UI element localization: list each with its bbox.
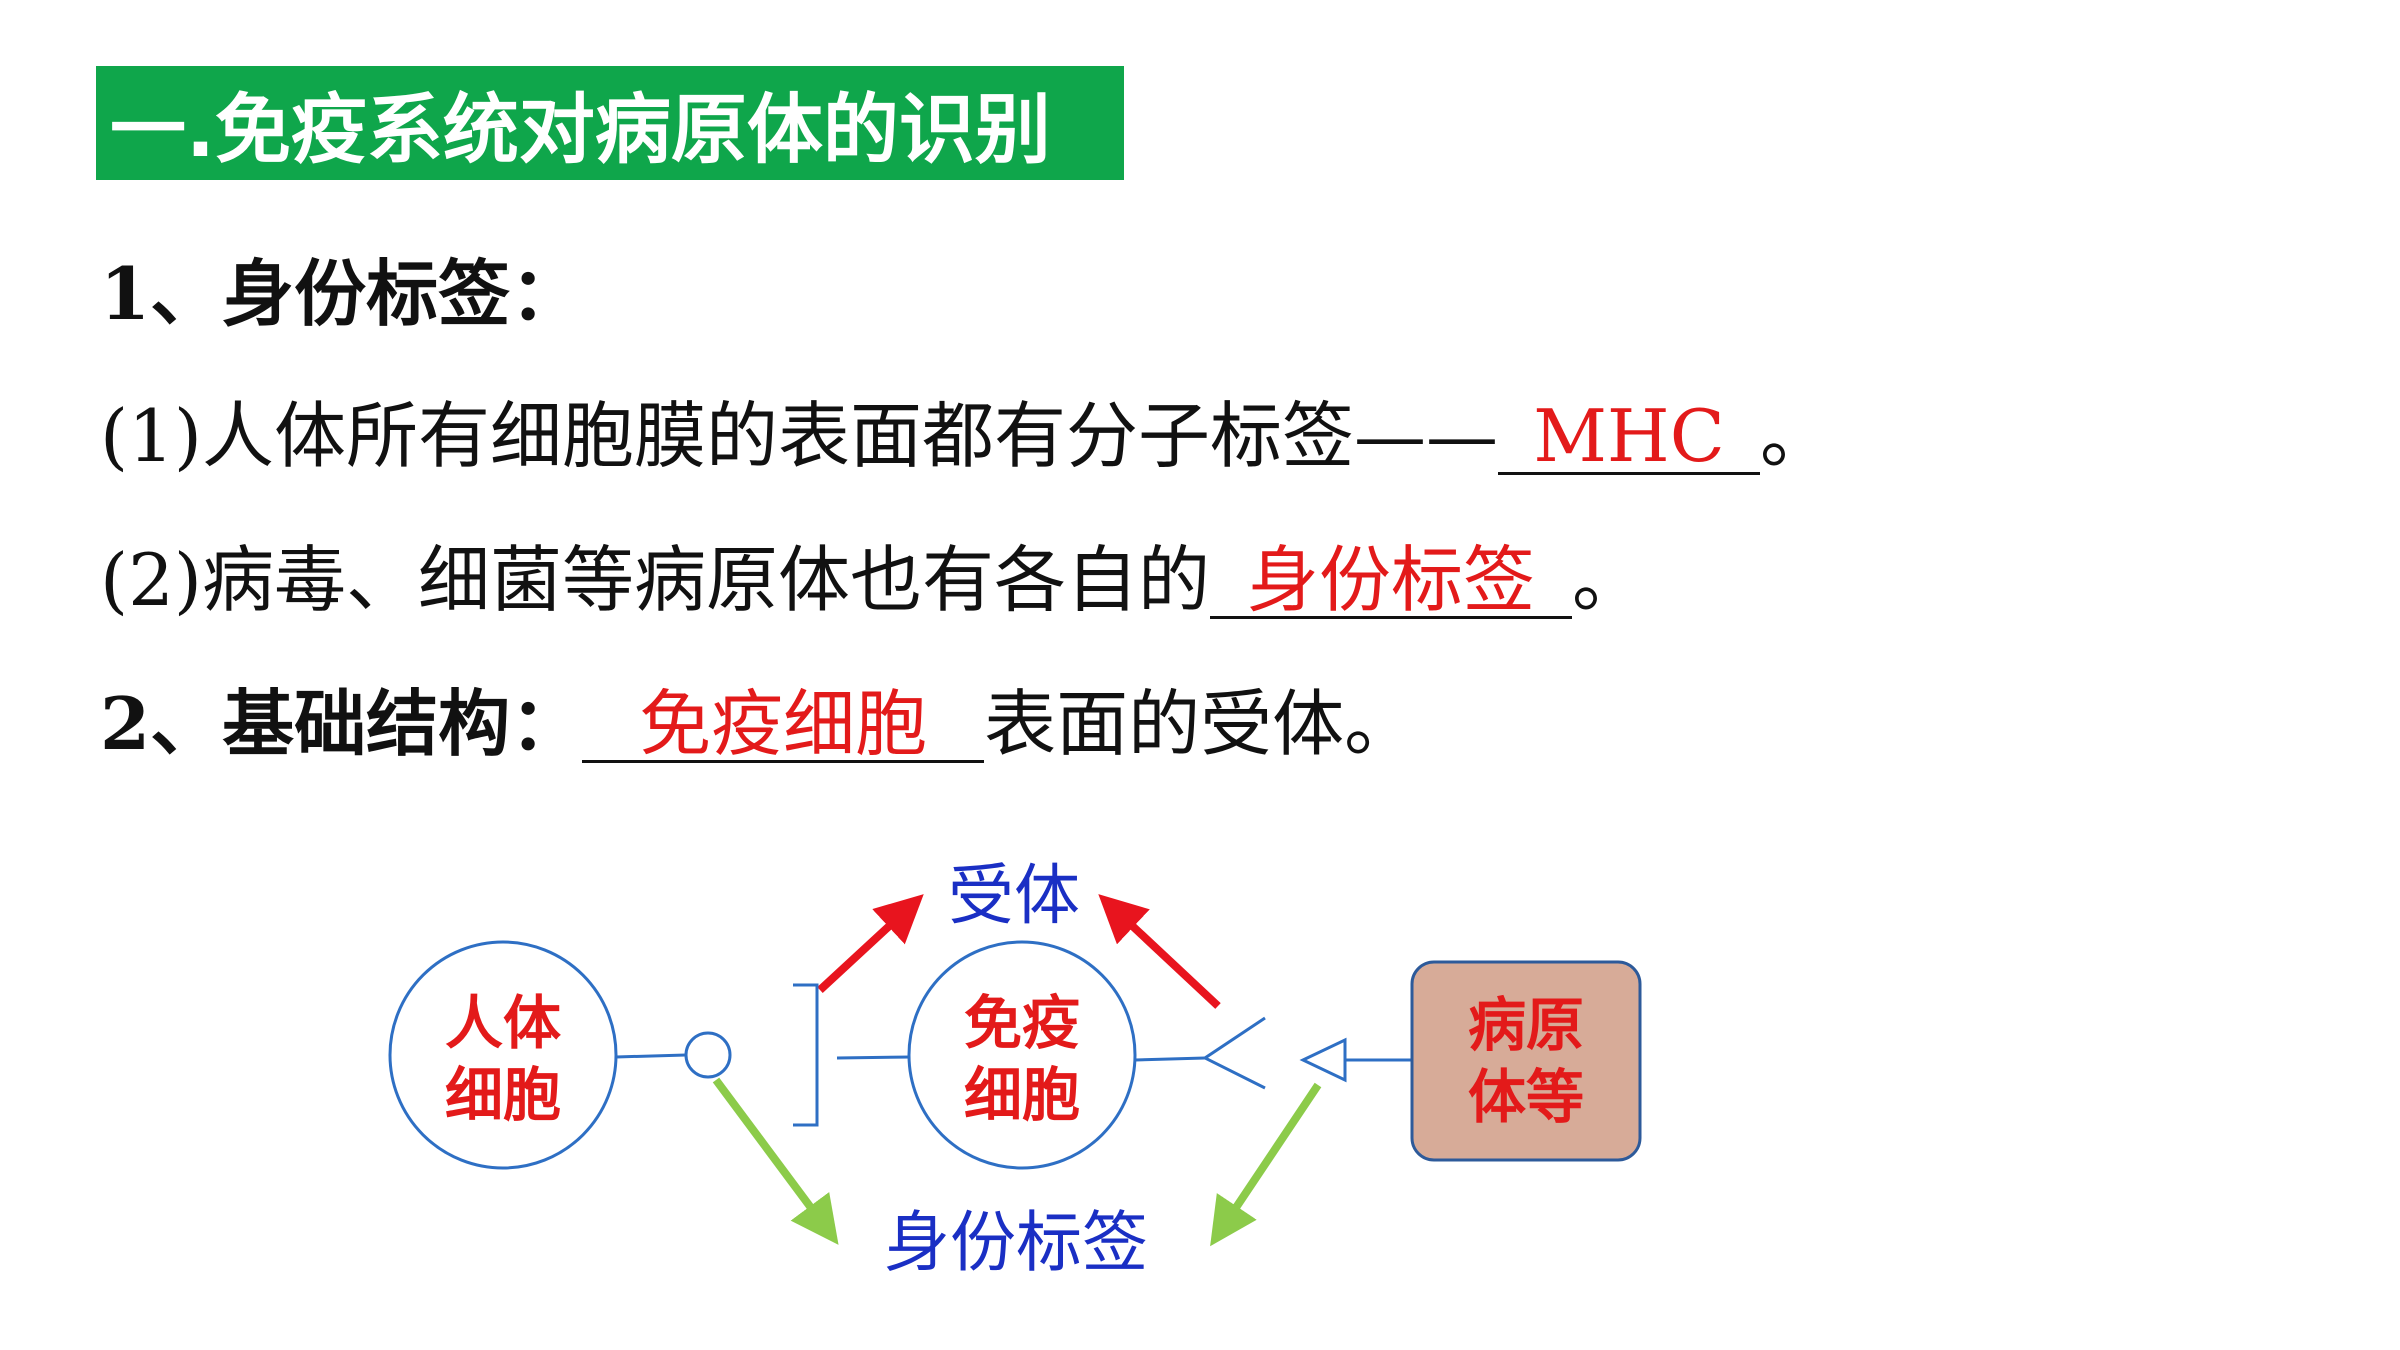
item1-line2-blank: 身份标签 [1210,544,1572,619]
item2-heading: 2、基础结构： [100,681,583,766]
receptor-label-text: 受体 [948,857,1080,934]
item1-line2-answer: 身份标签 [1246,538,1535,622]
human-cell-line1: 人体 [445,989,561,1057]
immune-cell-line2: 细胞 [964,1061,1080,1129]
section-title-banner: 一.免疫系统对病原体的识别 [96,66,1124,180]
item1-line1-blank: MHC [1498,400,1760,475]
human-cell: 人体 细胞 [388,940,618,1170]
mhc-marker-circle [684,1031,732,1079]
receptor-stalk-right [1134,1056,1206,1062]
mhc-stalk [615,1053,687,1059]
pathogen-line1: 病原 [1468,991,1584,1059]
immune-cell-line1: 免疫 [964,989,1080,1057]
receptor-stalk-left [836,1055,913,1060]
pathogen-line2: 体等 [1468,1063,1584,1131]
item1-line1-period: 。 [1760,394,1833,478]
receptor-label: 受体 [948,857,1080,934]
item1-line1-text: (1)人体所有细胞膜的表面都有分子标签—— [100,394,1498,478]
item2-line: 2、基础结构：免疫细胞表面的受体。 [100,688,1416,763]
red-arrow-right [1098,894,1221,1009]
item1-line2-period: 。 [1572,538,1645,622]
green-arrow-right [1210,1082,1322,1247]
section-title: 一.免疫系统对病原体的识别 [110,85,1051,174]
item1-line1: (1)人体所有细胞膜的表面都有分子标签——MHC。 [100,400,1832,475]
item2-answer: 免疫细胞 [639,682,928,766]
identity-label: 身份标签 [884,1204,1148,1281]
item1-line1-answer: MHC [1533,394,1725,478]
pathogen-box: 病原 体等 [1410,960,1642,1162]
green-arrow-left [712,1077,839,1245]
immune-cell: 免疫 细胞 [907,940,1137,1170]
human-cell-line2: 细胞 [445,1061,561,1129]
antigen-triangle [1299,1037,1347,1083]
item2-blank: 免疫细胞 [582,688,985,763]
item1-line2: (2)病毒、细菌等病原体也有各自的身份标签。 [100,544,1644,619]
red-arrow-left [817,894,924,993]
identity-label-text: 身份标签 [884,1204,1148,1281]
item1-line2-text: (2)病毒、细菌等病原体也有各自的 [100,538,1210,622]
v-receptor [1202,1016,1266,1090]
item2-suffix: 表面的受体。 [984,682,1417,766]
item1-heading: 1、身份标签： [100,251,583,336]
receptor-bracket [793,983,819,1127]
